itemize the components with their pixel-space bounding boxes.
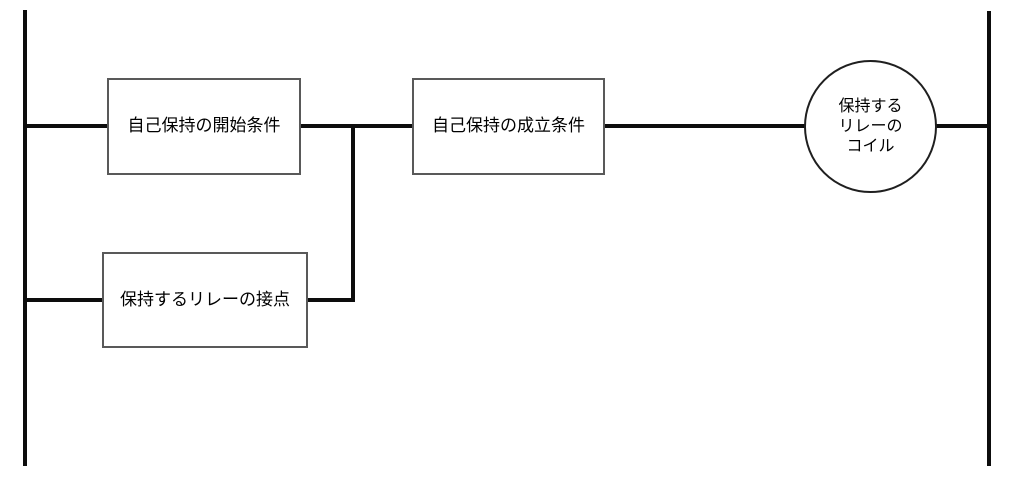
- relay-coil-label-line1: 保持する: [838, 97, 903, 115]
- relay-contact-label: 保持するリレーの接点: [120, 289, 290, 309]
- start-condition-box: 自己保持の開始条件: [107, 78, 301, 175]
- right-power-rail: [987, 11, 991, 466]
- relay-coil-label-line2: リレーの: [838, 117, 903, 135]
- relay-coil-label-line3: コイル: [846, 137, 895, 155]
- relay-coil-circle: 保持する リレーの コイル: [804, 60, 937, 193]
- start-condition-label: 自己保持の開始条件: [127, 116, 281, 136]
- establish-condition-label: 自己保持の成立条件: [432, 116, 585, 136]
- left-power-rail: [23, 10, 27, 466]
- relay-contact-box: 保持するリレーの接点: [102, 252, 308, 348]
- establish-condition-box: 自己保持の成立条件: [412, 78, 605, 175]
- branch-junction-wire: [351, 124, 355, 302]
